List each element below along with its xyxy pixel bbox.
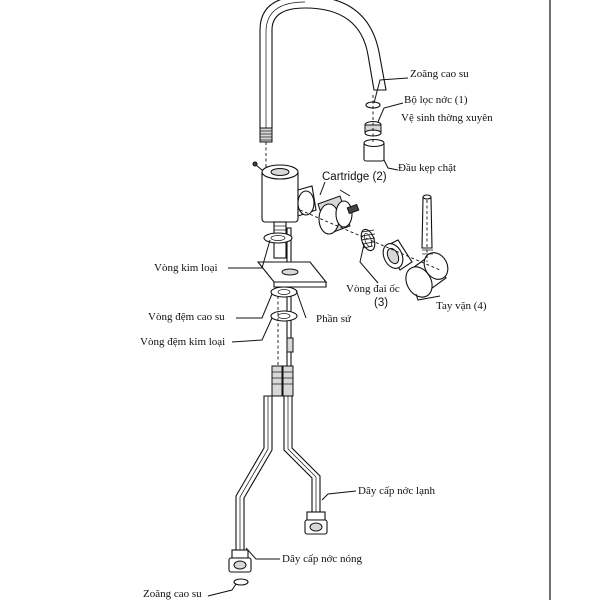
faucet-body bbox=[252, 161, 317, 223]
label-gasket-top: Zoăng cao su bbox=[410, 68, 469, 80]
label-metal-washer: Vòng đệm kim loại bbox=[140, 336, 226, 348]
label-metal-ring: Vòng kim loại bbox=[154, 262, 218, 274]
cap-ring bbox=[382, 239, 413, 271]
leader-cartridge bbox=[319, 181, 326, 196]
leader-hot-hose bbox=[245, 547, 280, 560]
leader-gasket-top bbox=[373, 77, 409, 104]
leader-ceramic bbox=[295, 289, 307, 319]
label-nut-ring-number: (3) bbox=[374, 297, 389, 309]
handle bbox=[405, 194, 449, 298]
leader-metal-washer bbox=[231, 317, 273, 343]
label-gasket-bottom: Zoăng cao su bbox=[143, 588, 202, 600]
label-clean-regularly: Vệ sinh thờng xuyên bbox=[401, 112, 493, 124]
label-cold-hose: Dây cấp nớc lạnh bbox=[358, 485, 435, 497]
ceramic-plate bbox=[256, 261, 328, 288]
leader-rubber-washer bbox=[236, 293, 273, 319]
label-handle: Tay vặn (4) bbox=[436, 300, 487, 312]
rubber-washer-part bbox=[270, 286, 298, 298]
label-hot-hose: Dây cấp nớc nóng bbox=[282, 553, 363, 565]
leader-cold-hose bbox=[321, 490, 357, 501]
label-rubber-washer: Vòng đệm cao su bbox=[148, 311, 225, 323]
label-filter: Bộ lọc nớc (1) bbox=[404, 94, 468, 106]
leader-lines bbox=[207, 77, 441, 597]
nut-ring bbox=[360, 228, 376, 252]
leader-handle bbox=[415, 293, 441, 301]
metal-ring-part bbox=[263, 232, 293, 244]
spout bbox=[259, 0, 387, 168]
leader-nut-ring bbox=[359, 243, 379, 284]
aerator-parts bbox=[363, 95, 385, 162]
label-clamp-head: Đầu kẹp chặt bbox=[398, 162, 457, 174]
leader-filter bbox=[377, 102, 404, 123]
label-ceramic: Phần sứ bbox=[316, 313, 351, 325]
supply-hoses bbox=[228, 296, 328, 586]
assembly-axis-line bbox=[299, 209, 441, 271]
leader-gasket-bottom bbox=[207, 583, 237, 597]
leader-metal-ring bbox=[228, 239, 271, 269]
cartridge bbox=[317, 189, 360, 235]
label-nut-ring: Vòng đai ốc bbox=[346, 283, 400, 295]
label-cartridge: Cartridge (2) bbox=[322, 171, 387, 183]
leader-clamp-head bbox=[383, 159, 399, 171]
metal-washer-part bbox=[270, 310, 298, 322]
